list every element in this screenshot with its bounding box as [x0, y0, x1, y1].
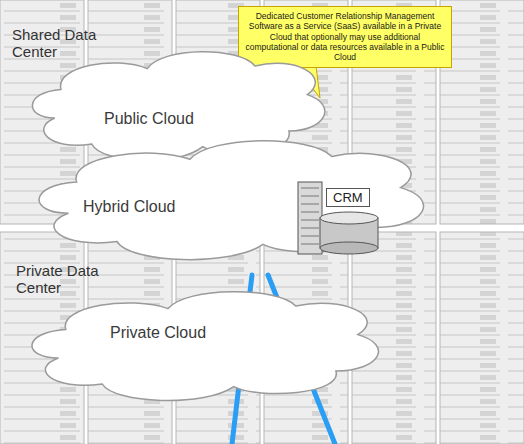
callout-text: Dedicated Customer Relationship Manageme…: [239, 7, 451, 67]
cloud-label: Public Cloud: [104, 110, 194, 128]
cloud-node: Private Cloud: [22, 280, 387, 410]
cloud-node: Hybrid Cloud CRM: [28, 128, 433, 270]
server-label: CRM: [326, 188, 370, 207]
server-node: CRM: [296, 180, 382, 256]
cloud-label: Hybrid Cloud: [83, 198, 175, 216]
area-label: Private Data Center: [16, 262, 111, 297]
callout-box: Dedicated Customer Relationship Manageme…: [238, 6, 452, 68]
area-label: Shared Data Center: [12, 26, 107, 61]
cloud-label: Private Cloud: [110, 324, 206, 342]
cloud-shape: [22, 280, 387, 410]
